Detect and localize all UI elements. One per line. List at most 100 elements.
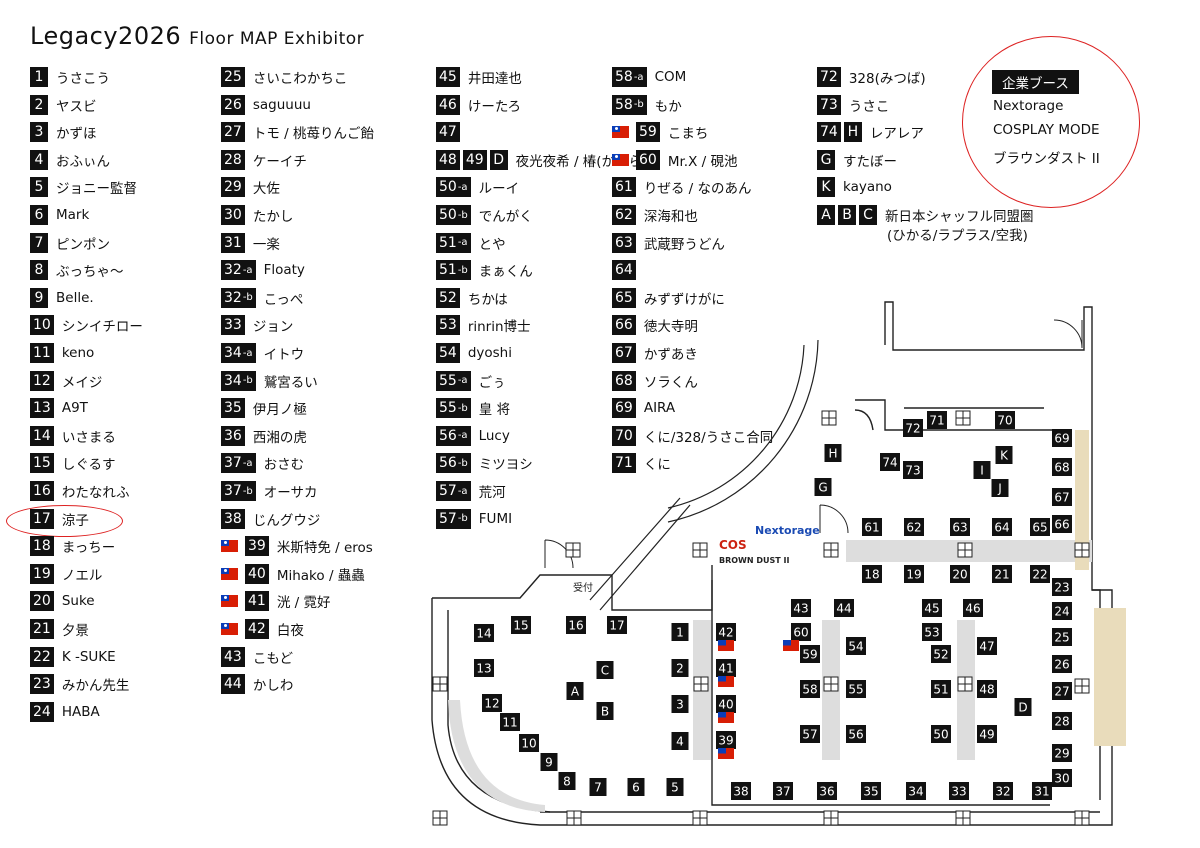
exhibitor-name: 徳大寺明	[643, 319, 698, 336]
booth-number-badge: 36	[221, 425, 245, 446]
booth-number-badge: 45	[436, 67, 460, 87]
booth-26: 26	[1052, 655, 1072, 673]
booth-number-badge: 35	[221, 398, 245, 419]
booth-D: D	[1014, 698, 1032, 716]
booth-72: 72	[903, 419, 923, 437]
exhibitor-name: AIRA	[643, 400, 676, 417]
exhibitor-name: さいこわかちこ	[252, 71, 348, 87]
booth-number-badge: A	[817, 205, 835, 225]
booth-58: 58	[800, 680, 820, 698]
booth-tags: 69	[612, 398, 636, 419]
booth-tags: 9	[30, 287, 48, 308]
exhibitor-name: HABA	[61, 703, 100, 720]
booth-tags: 73	[817, 94, 841, 115]
booth-number-badge: 73	[817, 94, 841, 115]
svg-text:50: 50	[933, 728, 948, 742]
booth-number-badge: 50-b	[436, 205, 471, 225]
entrance-passage	[589, 497, 691, 611]
booth-50: 50	[931, 725, 951, 743]
taiwan-flag-icon	[783, 640, 799, 651]
booth-22: 22	[1030, 565, 1050, 583]
booth-tags: 67	[612, 343, 636, 363]
svg-text:19: 19	[906, 568, 921, 582]
booth-tags: 11	[30, 343, 54, 363]
booth-tags: 34-b	[221, 370, 256, 391]
booth-number-badge: 50-a	[436, 177, 471, 198]
booth-number-badge: 49	[462, 149, 487, 170]
svg-text:6: 6	[632, 781, 640, 795]
exhibitor-name: 大佐	[252, 181, 280, 198]
exhibitor-name: A9T	[61, 400, 88, 417]
exhibitor-name: ジョン	[252, 319, 294, 336]
svg-text:63: 63	[952, 521, 967, 535]
corporate-booth-circle	[962, 36, 1140, 208]
booth-8: 8	[558, 772, 576, 790]
exhibitor-name: Belle.	[56, 289, 94, 306]
booth-tags: 36	[221, 425, 245, 446]
pillars	[432, 410, 1090, 826]
exhibitor-name: saguuuu	[252, 96, 311, 113]
booth-tags: 55-a	[436, 370, 471, 391]
svg-text:55: 55	[848, 683, 863, 697]
exhibitor-row: 9 Belle.	[30, 287, 94, 309]
pillar-icon	[565, 542, 581, 558]
exhibitor-name: みずずけがに	[643, 291, 725, 308]
booth-number-badge: 69	[612, 398, 636, 419]
booth-number-badge: G	[817, 149, 835, 170]
booth-42: 42	[716, 623, 736, 641]
booth-54: 54	[846, 637, 866, 655]
pillar-icon	[1074, 678, 1090, 694]
svg-text:52: 52	[933, 648, 948, 662]
svg-text:8: 8	[563, 775, 571, 789]
exhibitor-name: ぶっちゃ〜	[56, 264, 124, 281]
exhibitor-name: K -SUKE	[61, 648, 116, 665]
exhibitor-row: 73 うさこ	[817, 94, 889, 116]
exhibitor-name: かずほ	[56, 126, 97, 143]
booth-27: 27	[1052, 682, 1072, 700]
svg-text:11: 11	[502, 716, 517, 730]
exhibitor-name: うさこ	[848, 98, 890, 115]
svg-text:60: 60	[793, 626, 808, 640]
exhibitor-name: 白夜	[276, 623, 304, 639]
taiwan-flag-icon	[221, 540, 238, 553]
booth-49: 49	[977, 725, 997, 743]
booth-tags: 37-a	[221, 453, 256, 474]
booth-tags: 15	[30, 453, 54, 474]
corporate-item: ブラウンダスト II	[993, 151, 1100, 167]
exhibitor-name: ケーイチ	[252, 153, 307, 170]
booth-tags: 40	[221, 563, 269, 584]
svg-text:23: 23	[1054, 581, 1069, 595]
svg-text:18: 18	[864, 568, 879, 582]
exhibitor-name: こまち	[667, 126, 709, 143]
booth-number-badge: 58-b	[612, 94, 647, 115]
booth-tags: 4	[30, 149, 48, 170]
booth-number-badge: 5	[30, 177, 48, 198]
booth-46: 46	[963, 599, 983, 617]
svg-text:41: 41	[718, 662, 733, 676]
booth-tags: 31	[221, 232, 245, 253]
booth-40: 40	[716, 695, 736, 713]
booth-tags: 33	[221, 315, 245, 336]
booth-number-badge: 59	[636, 122, 660, 143]
booth-number-badge: 51-a	[436, 232, 471, 253]
